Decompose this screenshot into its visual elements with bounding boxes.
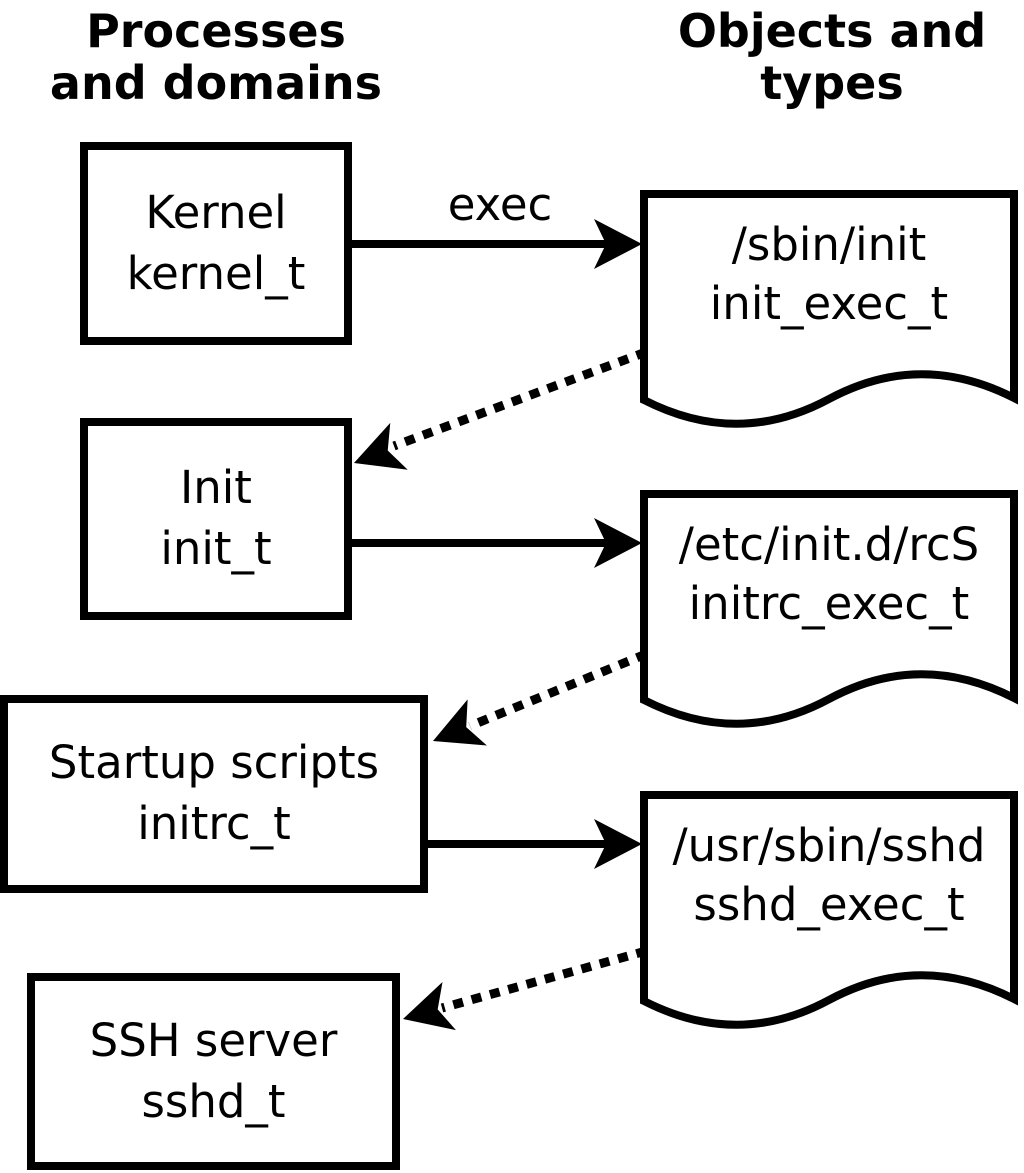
edge-label-exec: exec [447,178,553,231]
document-shape-sbin-init [640,190,1018,428]
process-domain-type: kernel_t [126,246,306,300]
object-doc-usr-sbin-sshd: /usr/sbin/sshd sshd_exec_t [648,817,1010,934]
process-domain-type: sshd_t [141,1074,286,1128]
process-name: Kernel [145,185,287,239]
exec-arrow-init-to-rcs [352,518,642,568]
object-doc-sbin-init: /sbin/init init_exec_t [648,216,1010,333]
object-type: init_exec_t [709,276,949,330]
column-header-objects-and-types: Objects and types [677,4,987,110]
document-shape-usr-sbin-sshd [640,791,1018,1029]
object-path: /usr/sbin/sshd [672,819,986,872]
transition-arrow-sbin-init-to-init [354,347,648,470]
process-domain-type: init_t [160,522,272,575]
object-path: /etc/init.d/rcS [678,518,980,571]
process-name: Init [180,461,252,515]
process-box-startup-scripts: Startup scripts initrc_t [0,695,428,893]
process-name: Startup scripts [48,736,380,790]
object-path: /sbin/init [731,218,927,271]
transition-arrow-rcs-to-startup [433,649,648,746]
object-doc-etc-initd-rcs: /etc/init.d/rcS initrc_exec_t [648,516,1010,633]
column-header-processes-and-domains: Processes and domains [49,4,383,110]
object-type: initrc_exec_t [688,576,970,630]
exec-arrow-startup-to-sshd [428,819,642,869]
process-box-init: Init init_t [80,418,352,620]
process-name: SSH server [89,1013,338,1067]
process-box-kernel: Kernel kernel_t [80,142,352,345]
document-shape-etc-initd-rcs [640,490,1018,728]
exec-arrow-kernel-to-sbin-init [352,219,642,269]
transition-arrow-sshd-to-ssh-server [403,946,648,1031]
process-domain-type: initrc_t [137,797,291,850]
process-box-ssh-server: SSH server sshd_t [27,973,400,1170]
object-type: sshd_exec_t [693,877,965,931]
